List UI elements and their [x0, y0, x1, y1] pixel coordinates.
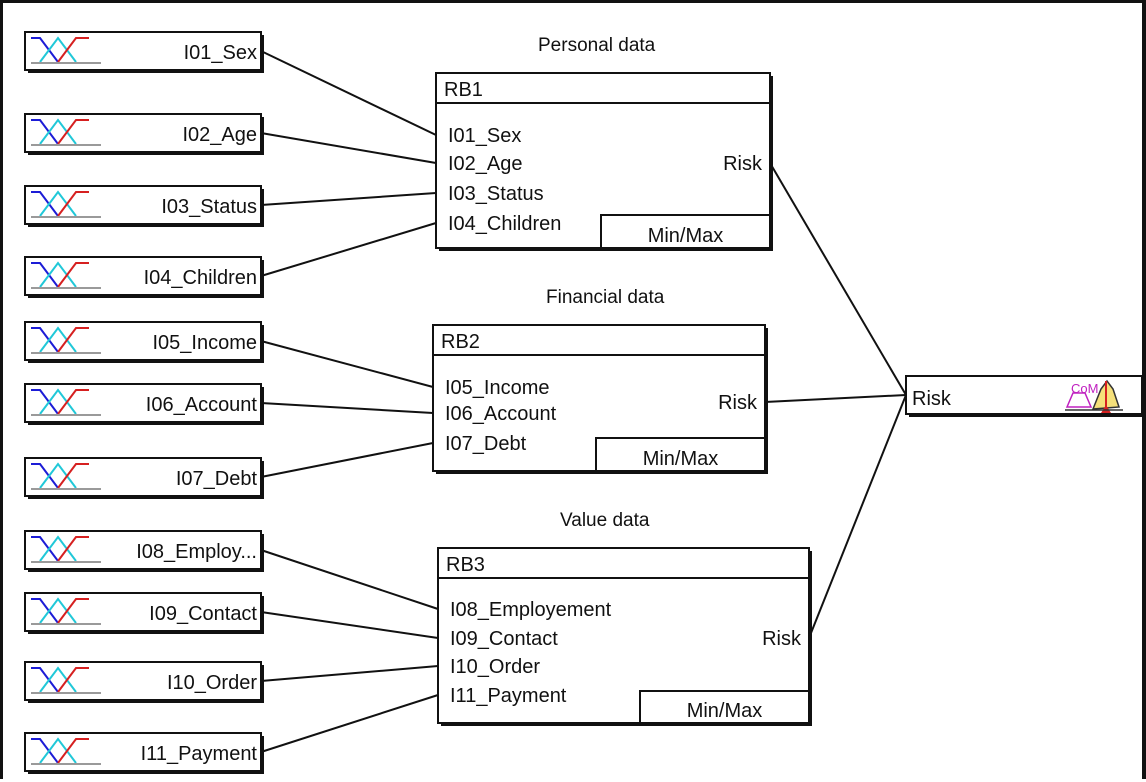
membership-functions-icon	[31, 326, 101, 354]
rule-block-name: RB2	[441, 331, 480, 353]
input-label: I10_Order	[167, 672, 257, 694]
input-label: I02_Age	[182, 124, 257, 146]
membership-functions-icon	[31, 737, 101, 765]
input-variable[interactable]: I06_Account	[24, 383, 264, 425]
operator-label: Min/Max	[648, 225, 724, 247]
membership-functions-icon	[31, 36, 101, 64]
connection-wire	[260, 665, 439, 682]
input-label: I01_Sex	[184, 42, 257, 64]
operator-box[interactable]	[639, 690, 810, 724]
rule-block-output-label: Risk	[718, 392, 758, 414]
input-variable[interactable]: I08_Employ...	[24, 530, 264, 572]
rule-block[interactable]: RB3I08_EmployementI09_ContactI10_OrderI1…	[437, 547, 812, 726]
membership-functions-icon	[31, 462, 101, 490]
rule-block-output-label: Risk	[762, 628, 802, 650]
connection-wire	[260, 611, 439, 639]
group-title-value: Value data	[560, 510, 650, 531]
membership-functions-icon	[31, 388, 101, 416]
output-variable-risk[interactable]: Risk CoM	[905, 375, 1145, 417]
input-box[interactable]	[24, 732, 262, 772]
membership-functions-icon	[31, 666, 101, 694]
input-variable[interactable]: I10_Order	[24, 661, 264, 703]
membership-functions-icon	[31, 190, 101, 218]
connection-wire	[260, 132, 437, 164]
defuzzification-icon: CoM	[1065, 379, 1123, 413]
input-label: I11_Payment	[141, 743, 258, 765]
input-label: I05_Income	[152, 332, 257, 354]
operator-label: Min/Max	[687, 700, 763, 722]
rule-block-input-label: I05_Income	[445, 377, 550, 399]
input-variable[interactable]: I11_Payment	[24, 732, 264, 774]
input-label: I08_Employ...	[136, 541, 257, 563]
rule-block-input-label: I09_Contact	[450, 628, 558, 650]
connection-wire	[260, 442, 434, 478]
connection-wire	[260, 222, 437, 277]
input-label: I03_Status	[161, 196, 257, 218]
membership-functions-icon	[31, 261, 101, 289]
membership-functions-icon	[31, 535, 101, 563]
input-variable[interactable]: I03_Status	[24, 185, 264, 227]
operator-box[interactable]	[600, 214, 771, 249]
connection-layer	[260, 50, 907, 753]
rule-block-input-label: I02_Age	[448, 153, 523, 175]
input-variable[interactable]: I02_Age	[24, 113, 264, 155]
rule-blocks: RB1I01_SexI02_AgeI03_StatusI04_ChildrenR…	[432, 72, 812, 726]
connection-wire	[260, 402, 434, 414]
membership-functions-icon	[31, 118, 101, 146]
rule-block-input-label: I08_Employement	[450, 599, 612, 621]
input-box[interactable]	[24, 530, 262, 570]
group-title-financial: Financial data	[546, 287, 665, 308]
rule-block-input-label: I03_Status	[448, 183, 544, 205]
diagram-svg: Personal data Financial data Value data …	[24, 31, 1145, 774]
operator-label: Min/Max	[643, 448, 719, 470]
input-variable[interactable]: I04_Children	[24, 256, 264, 298]
connection-wire	[769, 162, 907, 396]
input-label: I04_Children	[144, 267, 257, 289]
operator-box[interactable]	[595, 437, 766, 472]
connection-wire	[260, 549, 439, 610]
rule-block-input-label: I10_Order	[450, 656, 540, 678]
input-variable[interactable]: I01_Sex	[24, 31, 264, 73]
rule-block-input-label: I04_Children	[448, 213, 561, 235]
connection-wire	[260, 340, 434, 388]
input-label: I06_Account	[146, 394, 258, 416]
input-variables: I01_SexI02_AgeI03_StatusI04_ChildrenI05_…	[24, 31, 264, 774]
rule-block-name: RB3	[446, 554, 485, 576]
output-label: Risk	[912, 388, 952, 410]
connection-wire	[260, 694, 439, 753]
connection-wire	[260, 192, 437, 206]
membership-functions-icon	[31, 597, 101, 625]
input-variable[interactable]: I07_Debt	[24, 457, 264, 499]
input-label: I07_Debt	[176, 468, 258, 490]
rule-block-input-label: I11_Payment	[450, 685, 567, 707]
input-variable[interactable]: I09_Contact	[24, 592, 264, 634]
rule-block-output-label: Risk	[723, 153, 763, 175]
connection-wire	[764, 394, 907, 403]
rule-block-input-label: I06_Account	[445, 403, 557, 425]
input-label: I09_Contact	[149, 603, 257, 625]
rule-block-input-label: I07_Debt	[445, 433, 527, 455]
rule-block-input-label: I01_Sex	[448, 125, 521, 147]
connection-wire	[260, 50, 437, 136]
connection-wire	[808, 394, 907, 639]
rule-block-name: RB1	[444, 79, 483, 101]
input-variable[interactable]: I05_Income	[24, 321, 264, 363]
group-title-personal: Personal data	[538, 35, 656, 56]
